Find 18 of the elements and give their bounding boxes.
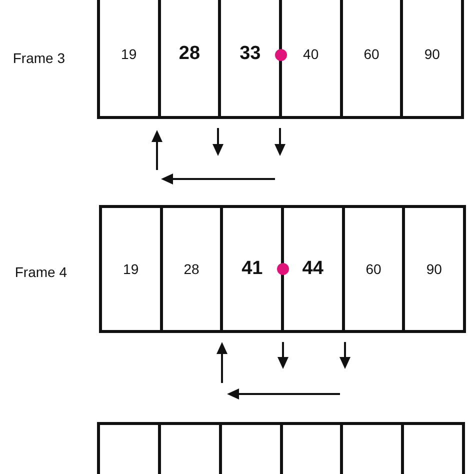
cell-value: 90	[424, 45, 440, 64]
cell-value: 60	[366, 260, 382, 278]
cell-value: 28	[184, 260, 200, 278]
cell-value: 44	[302, 256, 324, 281]
cell-value: 19	[123, 260, 139, 278]
cell-value: 33	[240, 42, 261, 66]
cell-value: 90	[426, 260, 442, 278]
array-cell	[400, 0, 464, 116]
cell-value: 19	[121, 45, 137, 64]
frame-label: Frame 4	[14, 263, 67, 282]
cell-value: 60	[364, 45, 380, 64]
cell-value: 41	[242, 256, 263, 281]
cell-value: 28	[178, 42, 200, 66]
frame-row	[97, 422, 465, 474]
array-cell	[401, 425, 465, 474]
frame-label: Frame 3	[12, 48, 65, 68]
cell-value: 40	[303, 45, 319, 64]
array-cell	[402, 208, 466, 330]
